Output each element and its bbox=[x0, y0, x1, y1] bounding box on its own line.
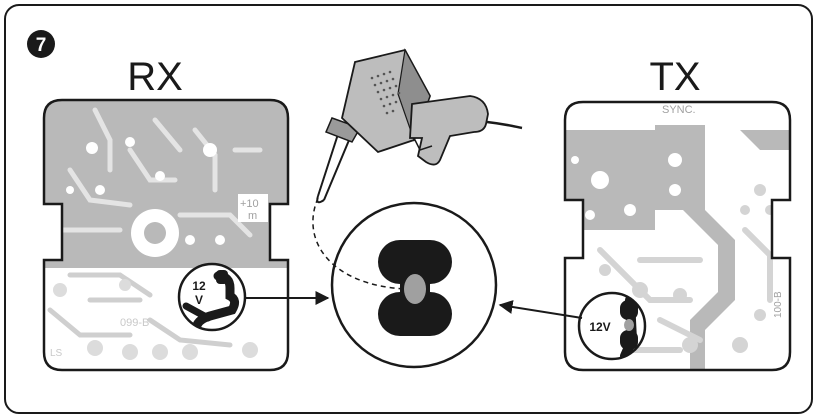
tx-sync-mark: SYNC. bbox=[662, 104, 696, 116]
soldering-gun-icon bbox=[316, 48, 523, 204]
tx-jumper-zoom: 12V bbox=[577, 291, 647, 361]
rx-jumper-label-line2: V bbox=[195, 293, 203, 307]
step-number: 7 bbox=[36, 35, 47, 56]
solder-pad-icon bbox=[378, 240, 452, 336]
rx-m-mark: m bbox=[248, 210, 257, 222]
rx-plus-mark: +10 bbox=[240, 198, 259, 210]
solder-pad-detail bbox=[330, 201, 498, 369]
rx-board: 099-B LS +10 m bbox=[42, 98, 290, 372]
tx-title: TX bbox=[649, 55, 700, 99]
tx-board: SYNC. L1 100-B bbox=[563, 100, 792, 372]
step-badge: 7 bbox=[27, 30, 55, 58]
rx-jumper-label-line1: 12 bbox=[192, 279, 206, 293]
rx-jumper-zoom: 12 V bbox=[177, 262, 247, 332]
rx-board-code: 099-B bbox=[120, 317, 149, 329]
solder-path-dashed bbox=[312, 197, 406, 290]
tx-to-pad-arrow bbox=[498, 300, 583, 319]
tx-board-code: 100-B bbox=[773, 291, 784, 318]
rx-title: RX bbox=[127, 55, 183, 99]
rx-side-mark: LS bbox=[50, 348, 63, 359]
tx-jumper-label: 12V bbox=[589, 320, 610, 334]
